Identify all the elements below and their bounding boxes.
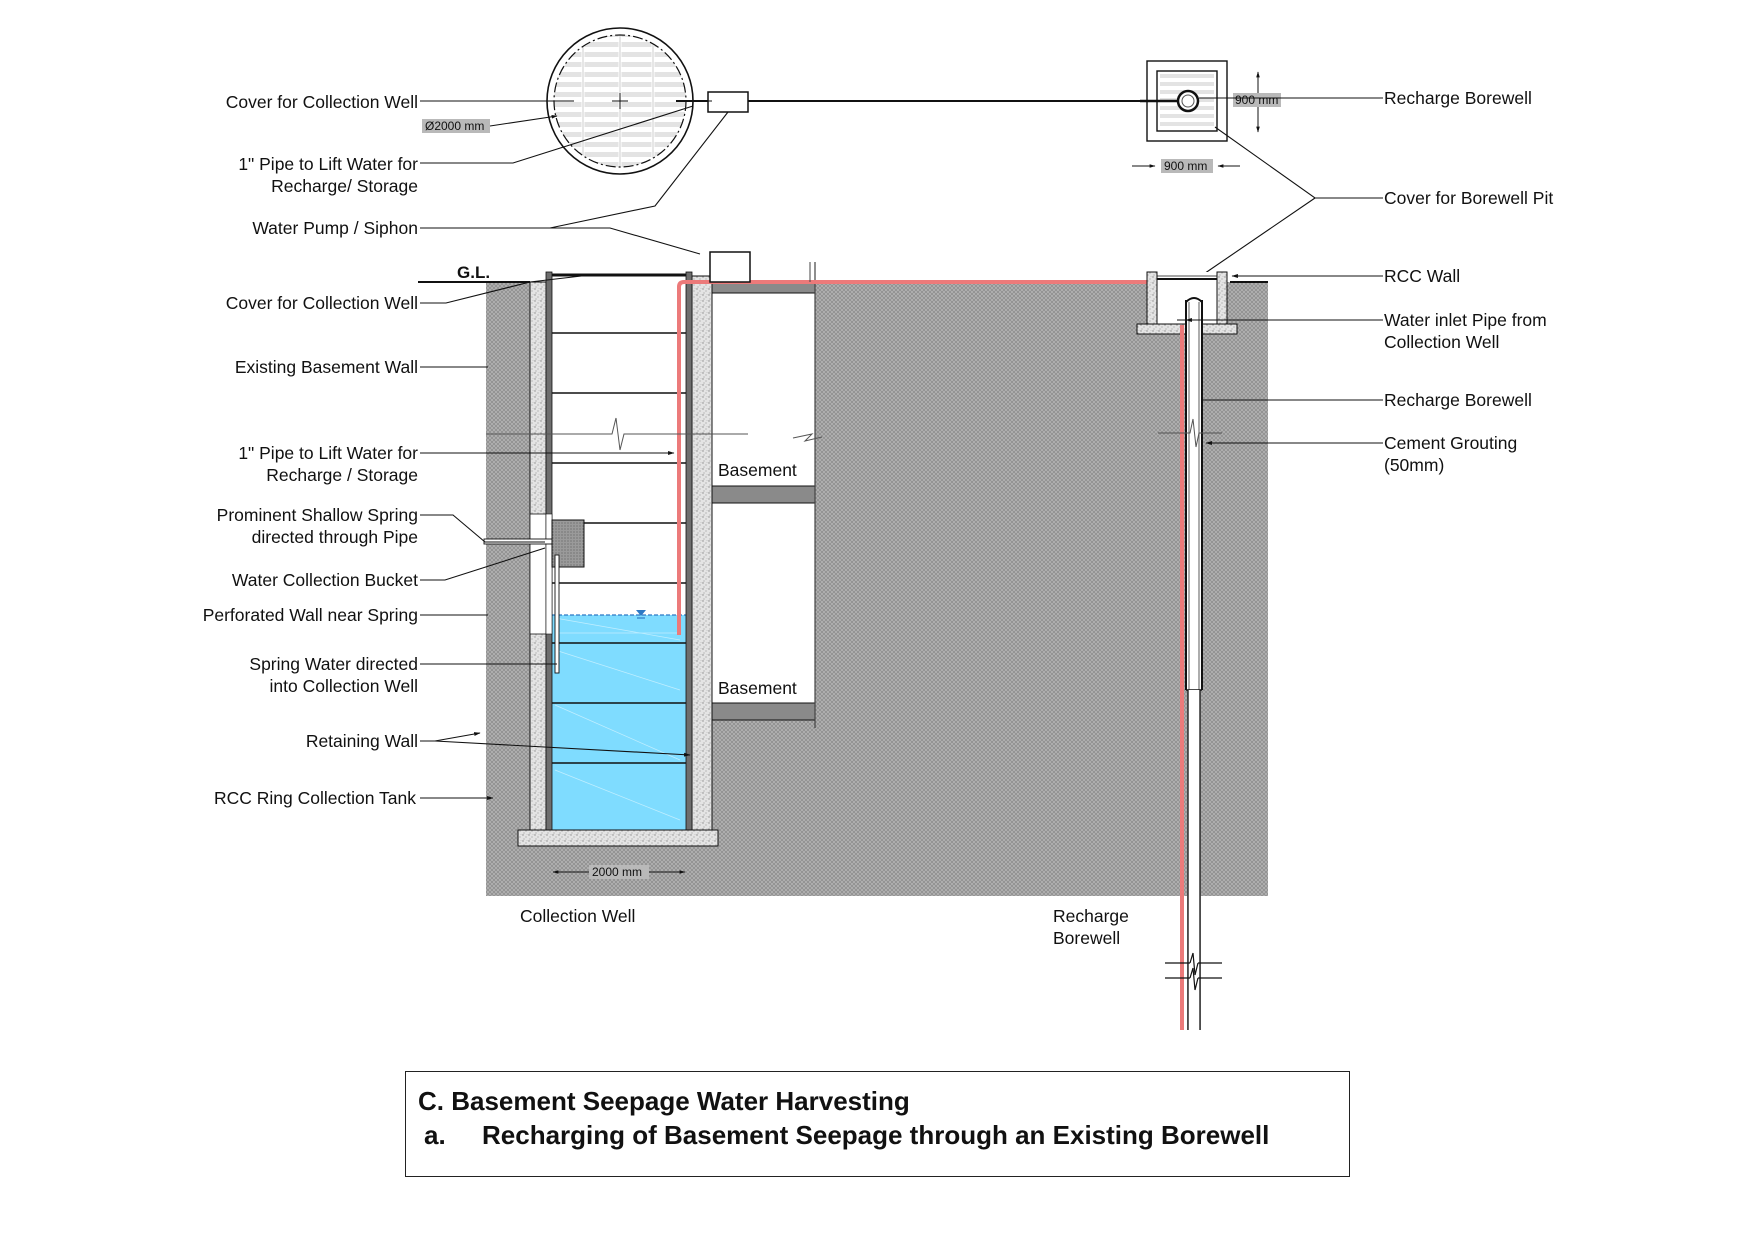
label-inlet-2: Collection Well	[1384, 332, 1499, 352]
base-slab	[517, 829, 719, 847]
dim-well-diameter: Ø2000 mm	[422, 115, 558, 133]
ground-level-label: G.L.	[457, 263, 490, 282]
caption-borewell-2: Borewell	[1053, 928, 1120, 948]
slab-mid	[711, 485, 816, 504]
title-heading: C. Basement Seepage Water Harvesting	[418, 1086, 910, 1116]
label-spring-water-1: Spring Water directed	[249, 654, 418, 674]
title-subheading-index: a.	[424, 1120, 446, 1150]
spring-down-pipe	[554, 554, 560, 674]
label-inlet-1: Water inlet Pipe from	[1384, 310, 1547, 330]
basement-room-lower	[712, 503, 815, 703]
pit-wall-left	[1146, 271, 1158, 325]
dim-pit-vertical: 900 mm	[1233, 71, 1281, 133]
label-perforated: Perforated Wall near Spring	[203, 605, 418, 625]
title-subheading: a. Recharging of Basement Seepage through…	[424, 1120, 1269, 1151]
label-pipe-plan-2: Recharge/ Storage	[271, 176, 418, 196]
label-grouting-1: Cement Grouting	[1384, 433, 1517, 453]
label-grouting-2: (50mm)	[1384, 455, 1444, 475]
basement-label-lower: Basement	[718, 678, 797, 698]
title-block: C. Basement Seepage Water Harvesting a. R…	[405, 1071, 1350, 1177]
basement-label-upper: Basement	[718, 460, 797, 480]
label-bucket: Water Collection Bucket	[232, 570, 418, 590]
break-line-borewell	[1165, 952, 1222, 991]
label-collection-well-cover-plan: Cover for Collection Well	[226, 92, 418, 112]
pit-width-dim: 900 mm	[1164, 159, 1207, 173]
slab-bottom	[711, 702, 816, 721]
label-spring-1: Prominent Shallow Spring	[217, 505, 418, 525]
label-borewell-plan: Recharge Borewell	[1384, 88, 1532, 108]
section-view: G.L. Basement Basement	[203, 251, 1547, 1030]
retaining-wall-right	[691, 275, 713, 831]
well-width-dim: 2000 mm	[592, 865, 642, 879]
label-basement-wall: Existing Basement Wall	[235, 357, 418, 377]
break-line-well	[486, 417, 748, 451]
pit-wall-right	[1216, 271, 1228, 325]
label-pipe-section-2: Recharge / Storage	[266, 465, 418, 485]
right-leaders	[1185, 274, 1383, 445]
label-borewell-section: Recharge Borewell	[1384, 390, 1532, 410]
perforated-wall-opening	[529, 513, 547, 635]
label-rcc-ring: RCC Ring Collection Tank	[214, 788, 416, 808]
left-leaders	[420, 274, 691, 800]
borewell-pit-section	[1136, 271, 1238, 335]
break-line-borewell-upper	[1158, 418, 1222, 448]
label-retaining-wall: Retaining Wall	[306, 731, 418, 751]
dim-well-width: 2000 mm	[552, 865, 686, 879]
rcc-ring-right	[685, 271, 693, 831]
borewell-pit-plan	[1140, 60, 1228, 142]
pump-plan-box	[707, 91, 749, 113]
pit-length-dim: 900 mm	[1235, 93, 1278, 107]
borewell-casing	[1185, 297, 1203, 1030]
caption-borewell-1: Recharge	[1053, 906, 1129, 926]
label-pipe-section-1: 1" Pipe to Lift Water for	[238, 443, 418, 463]
well-diameter-dim: Ø2000 mm	[425, 119, 484, 133]
water-level-symbol	[636, 610, 646, 616]
label-cover-section: Cover for Collection Well	[226, 293, 418, 313]
label-borewell-pit-cover: Cover for Borewell Pit	[1384, 188, 1553, 208]
pump-section-box	[709, 251, 751, 283]
title-subheading-text: Recharging of Basement Seepage through a…	[482, 1120, 1270, 1150]
label-spring-water-2: into Collection Well	[270, 676, 419, 696]
label-rcc-wall: RCC Wall	[1384, 266, 1460, 286]
basement-room-upper	[712, 293, 815, 486]
collected-water	[552, 615, 686, 830]
label-pipe-plan-1: 1" Pipe to Lift Water for	[238, 154, 418, 174]
plan-view: 900 mm 900 mm Ø2000 mm Cover for Collect…	[226, 27, 1553, 281]
label-pump: Water Pump / Siphon	[252, 218, 418, 238]
dim-pit-horizontal: 900 mm	[1132, 159, 1240, 173]
label-spring-2: directed through Pipe	[252, 527, 418, 547]
caption-collection-well: Collection Well	[520, 906, 635, 926]
